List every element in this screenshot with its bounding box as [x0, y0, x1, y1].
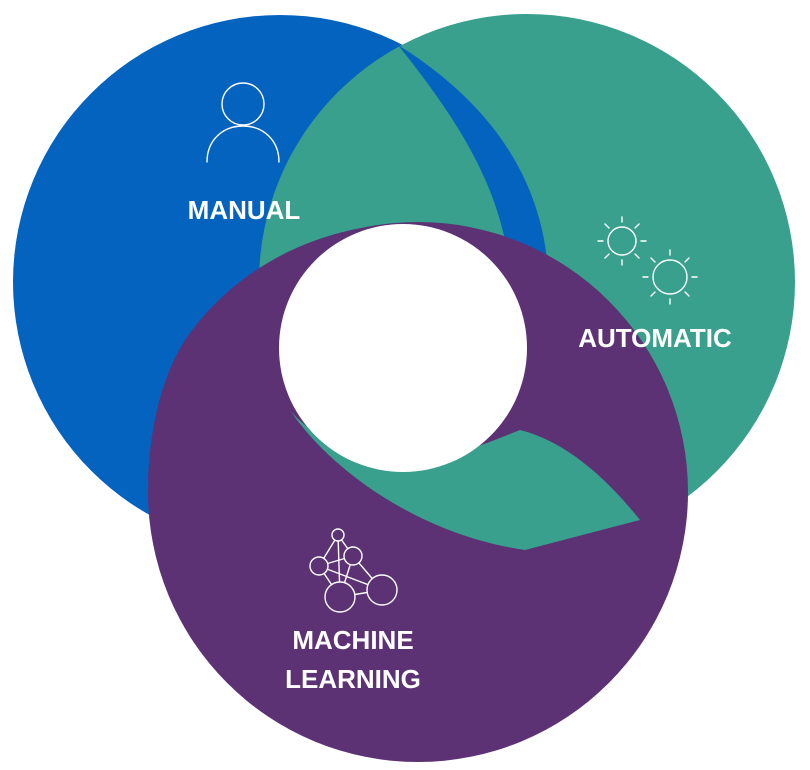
manual-label: MANUAL — [188, 195, 301, 225]
person-icon — [206, 82, 280, 163]
neural-network-icon — [309, 528, 398, 613]
machine-learning-label-line2: LEARNING — [285, 664, 421, 694]
machine-learning-label-line1: MACHINE — [292, 625, 413, 655]
machine-learning-overlap-lobe — [148, 225, 380, 520]
center-hole — [279, 224, 527, 472]
automatic-overlap-lobe — [290, 410, 640, 550]
gears-icon — [597, 216, 698, 305]
automatic-label: AUTOMATIC — [578, 323, 732, 353]
